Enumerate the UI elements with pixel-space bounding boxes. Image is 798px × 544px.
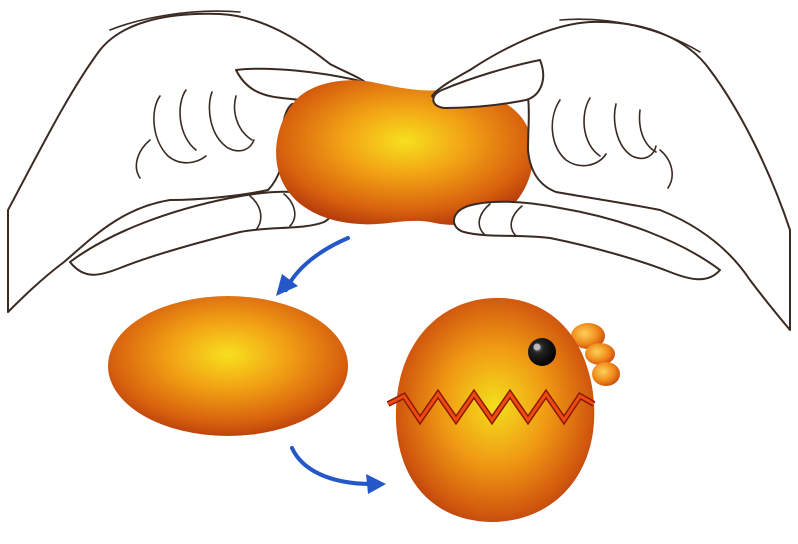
oval-clay [108,296,348,436]
chick-eye [528,338,556,366]
arrow-step-2 [292,448,386,494]
arrow-step-1 [276,238,348,296]
hands-squeezing-clay [8,11,790,330]
egg-chick [388,298,620,522]
